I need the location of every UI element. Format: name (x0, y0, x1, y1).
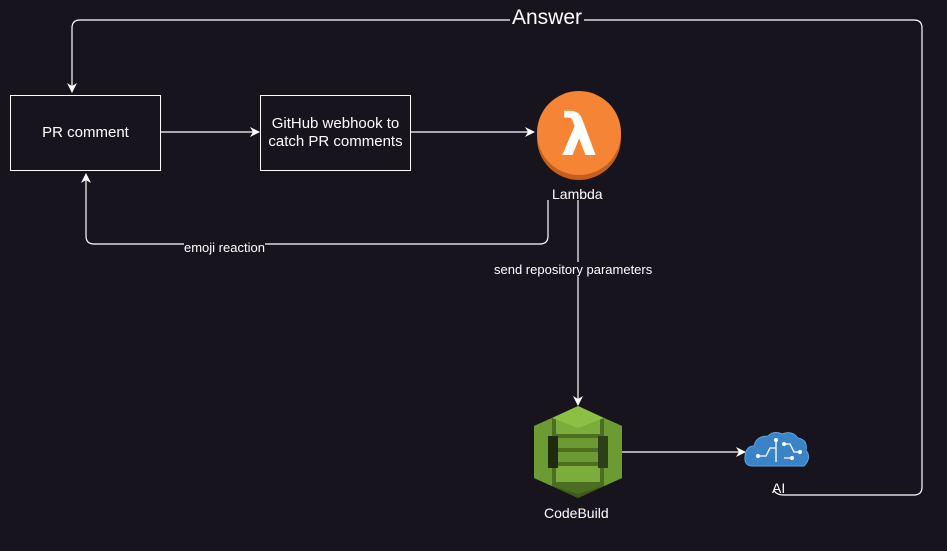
ai-label: AI (772, 480, 786, 496)
webhook-label: GitHub webhook to catch PR comments (268, 115, 403, 150)
codebuild-icon (534, 406, 622, 498)
webhook-node: GitHub webhook to catch PR comments (260, 95, 411, 171)
edge-answer (67, 19, 923, 496)
answer-edge-label: Answer (510, 6, 585, 30)
lambda-label: Lambda (552, 186, 603, 202)
svg-text:λ: λ (561, 101, 598, 169)
edge-emoji-reaction (81, 173, 549, 245)
pr-comment-node: PR comment (10, 95, 161, 171)
lambda-icon: λ (537, 91, 621, 180)
send-params-edge-label: send repository parameters (494, 262, 653, 277)
emoji-reaction-edge-label: emoji reaction (184, 240, 265, 255)
pr-comment-label: PR comment (42, 124, 129, 141)
brain-circuit-icon (744, 431, 810, 467)
codebuild-label: CodeBuild (544, 505, 609, 521)
